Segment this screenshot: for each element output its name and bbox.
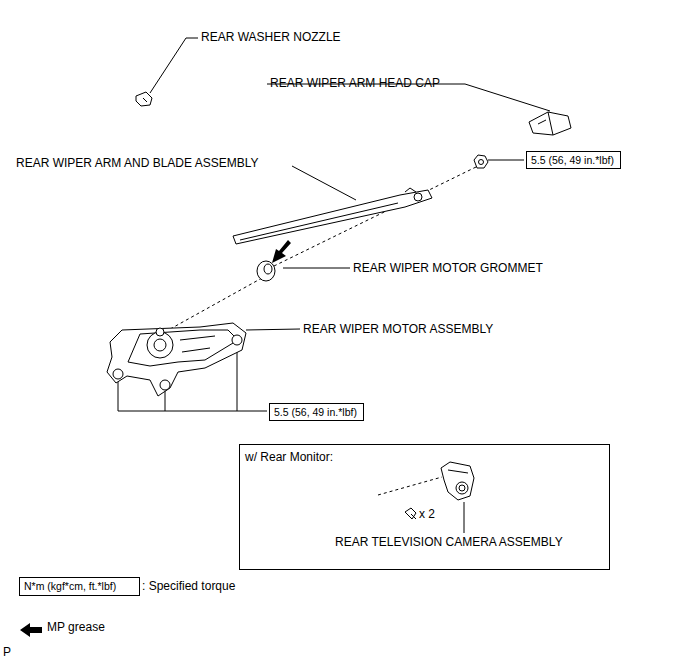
legend-entry: MP grease [47, 620, 105, 634]
grease-arrow [272, 240, 291, 263]
leader-line [488, 160, 524, 161]
legend-entry: : Specified torque [142, 579, 235, 593]
variant-heading: w/ Rear Monitor: [245, 450, 333, 464]
grommet [257, 261, 275, 281]
leader-line [464, 502, 465, 533]
leader-line [150, 38, 198, 93]
legend-text: MP grease [47, 620, 105, 634]
assembly-axis [163, 278, 262, 333]
torque-bracket [237, 346, 238, 411]
legend-arrow [20, 623, 42, 637]
rear-camera [441, 462, 474, 500]
part-name: REAR WIPER ARM HEAD CAP [270, 76, 440, 90]
nut [474, 155, 488, 168]
torque-value: 5.5 (56, 49 in.*lbf) [531, 154, 616, 166]
torque-box: 5.5 (56, 49 in.*lbf) [269, 403, 364, 421]
legend-torque-box: N*m (kgf*cm, ft.*lbf) [19, 577, 140, 596]
part-name: REAR WIPER ARM AND BLADE ASSEMBLY [16, 156, 259, 170]
quantity: x 2 [419, 507, 435, 521]
screw [405, 508, 416, 519]
wiper-motor [107, 323, 246, 396]
washer-nozzle [136, 92, 152, 106]
leader-line [283, 268, 350, 269]
legend-text: : Specified torque [142, 579, 235, 593]
part-name: REAR WIPER MOTOR ASSEMBLY [303, 322, 493, 336]
assembly-axis [378, 477, 442, 495]
wiper-arm [233, 188, 432, 244]
leader-line [246, 329, 300, 330]
part-name: REAR TELEVISION CAMERA ASSEMBLY [335, 535, 563, 549]
head-cap [529, 112, 571, 135]
torque-box: 5.5 (56, 49 in.*lbf) [526, 151, 621, 169]
part-name: REAR WIPER MOTOR GROMMET [353, 261, 543, 275]
leader-line [292, 166, 356, 200]
torque-bracket [165, 390, 166, 411]
page-code: P [3, 645, 11, 658]
torque-bracket [118, 380, 267, 411]
assembly-axis [274, 167, 476, 266]
variant-panel: w/ Rear Monitor: x 2 REAR TELEVISION CAMER… [239, 444, 610, 570]
part-name: REAR WASHER NOZZLE [201, 30, 341, 44]
torque-value: N*m (kgf*cm, ft.*lbf) [24, 580, 135, 592]
torque-value: 5.5 (56, 49 in.*lbf) [274, 406, 359, 418]
